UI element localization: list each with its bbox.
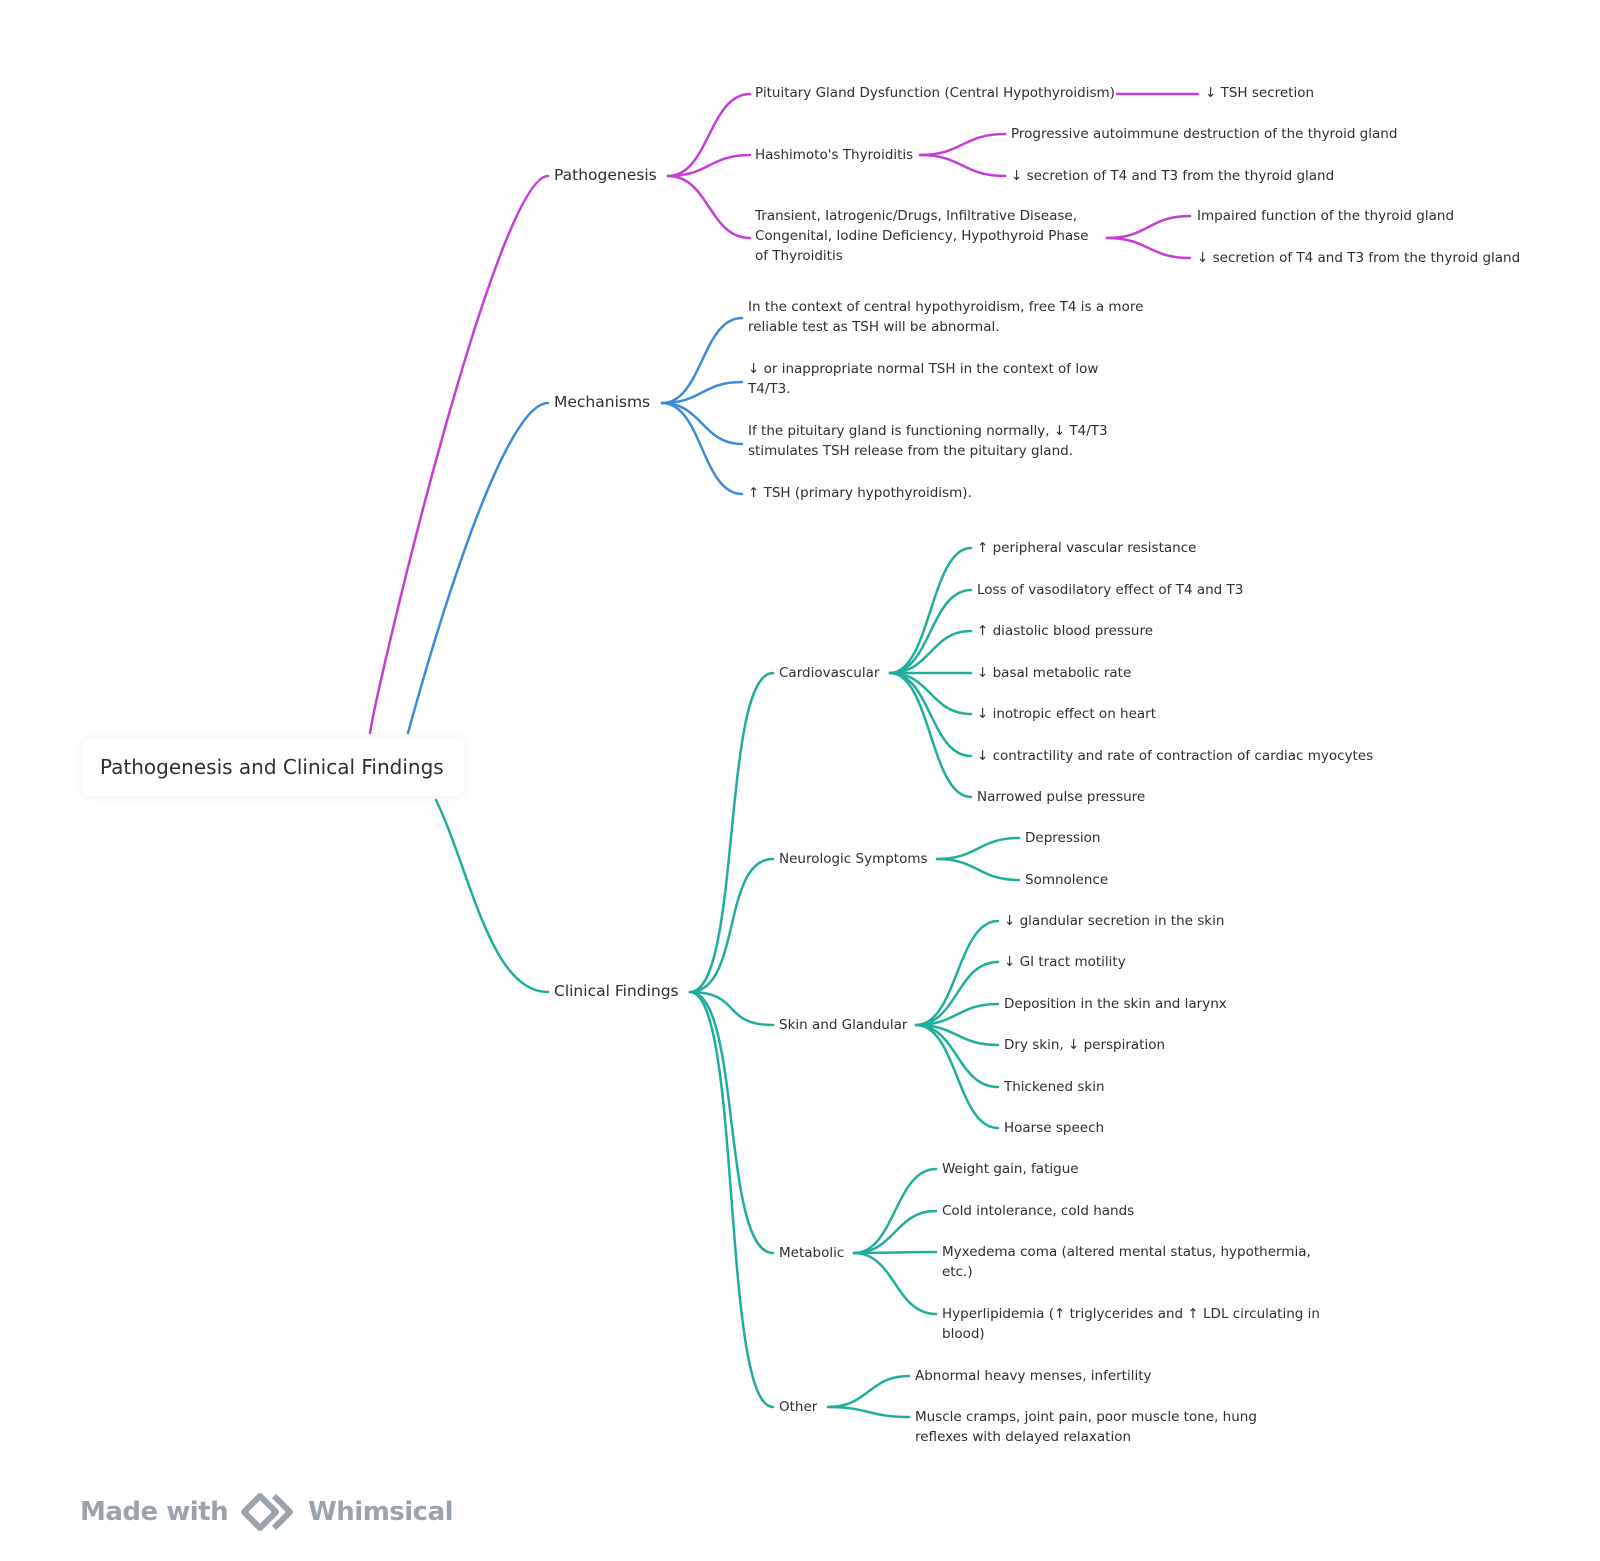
link-root-pathogenesis [368, 174, 550, 735]
link-cv-7 [888, 671, 973, 799]
link-metabolic-4 [852, 1251, 938, 1316]
node-other[interactable]: Other [779, 1399, 818, 1415]
node-skin-3[interactable]: Deposition in the skin and larynx [1004, 996, 1227, 1012]
link-clinical-metabolic [688, 990, 775, 1255]
link-transient-1 [1105, 214, 1192, 240]
node-tsh-secretion[interactable]: ↓ TSH secretion [1205, 85, 1315, 101]
link-mechanism-4 [660, 401, 744, 496]
node-cv-6[interactable]: ↓ contractility and rate of contraction … [977, 748, 1374, 764]
node-cv-1[interactable]: ↑ peripheral vascular resistance [977, 540, 1197, 556]
node-skin-2[interactable]: ↓ GI tract motility [1004, 954, 1126, 970]
branch-mechanisms[interactable]: Mechanisms [554, 393, 651, 411]
node-hashimoto[interactable]: Hashimoto's Thyroiditis [755, 147, 914, 163]
node-hashimoto-child-1[interactable]: Progressive autoimmune destruction of th… [1011, 126, 1398, 142]
link-skin-6 [914, 1023, 1000, 1130]
whimsical-watermark[interactable]: Made with Whimsical [80, 1490, 454, 1534]
node-neuro-2[interactable]: Somnolence [1025, 872, 1109, 888]
node-mechanism-3[interactable]: If the pituitary gland is functioning no… [748, 423, 1108, 459]
link-root-mechanisms [406, 401, 550, 735]
watermark-made-with: Made with [80, 1497, 229, 1527]
node-cv-2[interactable]: Loss of vasodilatory effect of T4 and T3 [977, 582, 1244, 598]
node-other-1[interactable]: Abnormal heavy menses, infertility [915, 1368, 1152, 1384]
link-mechanism-3 [660, 401, 744, 446]
link-metabolic-2 [852, 1209, 938, 1255]
node-cv-4[interactable]: ↓ basal metabolic rate [977, 665, 1132, 681]
root-node-label: Pathogenesis and Clinical Findings [100, 755, 444, 779]
node-skin-4[interactable]: Dry skin, ↓ perspiration [1004, 1037, 1166, 1053]
link-mechanism-2 [660, 380, 744, 405]
link-pathogenesis-transient [666, 174, 752, 240]
node-transient-child-2[interactable]: ↓ secretion of T4 and T3 from the thyroi… [1197, 250, 1521, 266]
node-mechanism-4[interactable]: ↑ TSH (primary hypothyroidism). [748, 485, 972, 501]
link-hashimoto-1 [918, 132, 1007, 157]
node-neurologic[interactable]: Neurologic Symptoms [779, 851, 928, 867]
link-hashimoto-2 [918, 153, 1007, 178]
branch-pathogenesis[interactable]: Pathogenesis [554, 166, 657, 184]
branch-clinical-findings[interactable]: Clinical Findings [554, 982, 679, 1000]
link-other-1 [826, 1374, 911, 1409]
node-cardiovascular[interactable]: Cardiovascular [779, 665, 880, 681]
link-pathogenesis-pituitary [666, 92, 752, 178]
node-cv-7[interactable]: Narrowed pulse pressure [977, 789, 1146, 805]
link-mechanism-1 [660, 316, 744, 405]
node-cv-5[interactable]: ↓ inotropic effect on heart [977, 706, 1157, 722]
node-transient-causes[interactable]: Transient, Iatrogenic/Drugs, Infiltrativ… [755, 208, 1089, 264]
link-transient-2 [1105, 236, 1192, 260]
link-clinical-cardiovascular [688, 671, 775, 994]
link-clinical-other [688, 990, 775, 1409]
node-transient-child-1[interactable]: Impaired function of the thyroid gland [1197, 208, 1455, 224]
node-metabolic-2[interactable]: Cold intolerance, cold hands [942, 1203, 1135, 1219]
node-other-2[interactable]: Muscle cramps, joint pain, poor muscle t… [915, 1409, 1257, 1445]
node-metabolic[interactable]: Metabolic [779, 1245, 845, 1261]
link-cv-5 [888, 671, 973, 716]
link-cv-6 [888, 671, 973, 758]
node-skin-6[interactable]: Hoarse speech [1004, 1120, 1105, 1136]
link-skin-2 [914, 960, 1000, 1027]
link-clinical-neurologic [688, 857, 775, 994]
node-skin-glandular[interactable]: Skin and Glandular [779, 1017, 908, 1033]
link-cv-3 [888, 629, 973, 675]
node-metabolic-4[interactable]: Hyperlipidemia (↑ triglycerides and ↑ LD… [942, 1306, 1320, 1342]
root-node[interactable] [82, 738, 464, 796]
node-skin-5[interactable]: Thickened skin [1004, 1079, 1105, 1095]
node-pituitary-dysfunction[interactable]: Pituitary Gland Dysfunction (Central Hyp… [755, 85, 1115, 101]
link-cv-2 [888, 588, 973, 675]
watermark-brand: Whimsical [308, 1497, 454, 1527]
node-metabolic-1[interactable]: Weight gain, fatigue [942, 1161, 1079, 1177]
link-root-clinical [434, 798, 550, 994]
node-metabolic-3[interactable]: Myxedema coma (altered mental status, hy… [942, 1244, 1311, 1280]
link-pathogenesis-hashimoto [666, 153, 752, 178]
link-skin-1 [914, 919, 1000, 1027]
node-mechanism-1[interactable]: In the context of central hypothyroidism… [748, 299, 1144, 335]
node-hashimoto-child-2[interactable]: ↓ secretion of T4 and T3 from the thyroi… [1011, 168, 1335, 184]
link-neuro-2 [935, 857, 1021, 882]
node-cv-3[interactable]: ↑ diastolic blood pressure [977, 623, 1154, 639]
link-metabolic-1 [852, 1167, 938, 1255]
whimsical-logo-icon [241, 1493, 294, 1531]
link-metabolic-3 [852, 1250, 938, 1255]
link-neuro-1 [935, 836, 1021, 861]
node-skin-1[interactable]: ↓ glandular secretion in the skin [1004, 913, 1225, 929]
link-skin-3 [914, 1002, 1000, 1027]
node-mechanism-2[interactable]: ↓ or inappropriate normal TSH in the con… [748, 361, 1099, 397]
link-cv-1 [888, 546, 973, 675]
link-clinical-skin [688, 990, 775, 1027]
node-neuro-1[interactable]: Depression [1025, 830, 1101, 846]
link-other-2 [826, 1405, 911, 1419]
